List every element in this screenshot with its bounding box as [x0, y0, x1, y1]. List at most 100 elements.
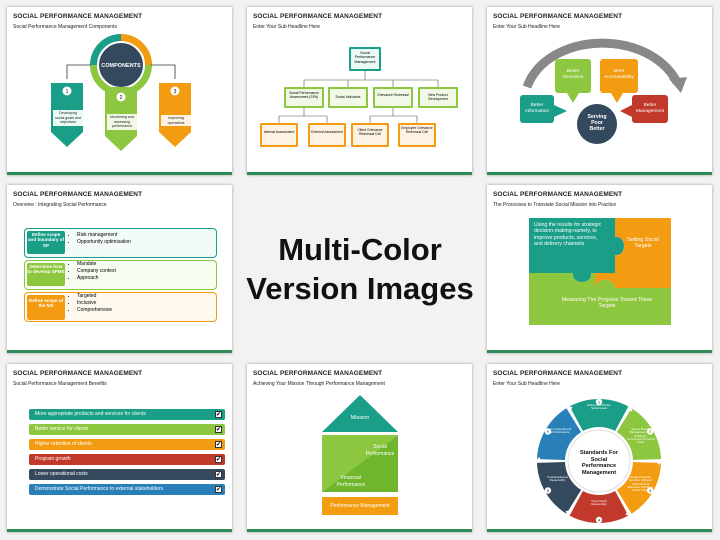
- org-box: External Assessment: [311, 130, 343, 134]
- item-number: 1: [66, 89, 69, 95]
- org-box: Employee Grievance Redressal Cell: [401, 126, 433, 135]
- slide-subtitle: Enter Your Sub Headline Here: [493, 24, 560, 30]
- item-better-decisions: Better Decisions: [562, 69, 584, 80]
- financial-performance-label: Financial Performance: [336, 475, 366, 488]
- checkbox-icon[interactable]: ✔: [215, 425, 222, 433]
- components-diagram: COMPONENTS 1 2 3: [51, 34, 191, 151]
- chevron-icon: [625, 510, 631, 516]
- org-box: Social Performance Assessment (SPA): [289, 91, 319, 100]
- benefit-text: Demonstrate Social Performance to extern…: [35, 486, 164, 492]
- slide-4-overview[interactable]: SOCIAL PERFORMANCE MANAGEMENT Overview :…: [7, 185, 232, 353]
- segment-text: Treat Clients Responsibly: [591, 500, 607, 507]
- bullet: Opportunity optimisation: [77, 239, 131, 246]
- overview-row: Define scope and boundary of SP Risk man…: [24, 228, 217, 258]
- segment-number-badge: [544, 428, 552, 435]
- slide-1-components[interactable]: SOCIAL PERFORMANCE MANAGEMENT Social Per…: [7, 7, 232, 175]
- item-better-information: Better Information: [525, 103, 549, 114]
- row-label: Determine how to develop SPMS: [27, 263, 65, 286]
- benefit-row: Program growth ✔: [29, 454, 225, 465]
- puzzle-piece-targets: Setting Social Targets: [627, 237, 659, 250]
- slide-5-puzzle[interactable]: SOCIAL PERFORMANCE MANAGEMENT The Proces…: [487, 185, 712, 353]
- slide-3-serving-poor[interactable]: SOCIAL PERFORMANCE MANAGEMENT Enter Your…: [487, 7, 712, 175]
- performance-management-label: Performance Management: [330, 503, 390, 509]
- slide-title: SOCIAL PERFORMANCE MANAGEMENT: [13, 370, 143, 377]
- benefit-row: Lower operational costs ✔: [29, 469, 225, 480]
- org-top-box: Social Performance Management: [354, 51, 376, 64]
- bullet: Comprehensive: [77, 307, 112, 314]
- org-box: Grievance Redressal: [377, 93, 409, 97]
- bullet: Company context: [77, 268, 116, 275]
- item-text: Developing social goals and objectives: [53, 110, 83, 126]
- segment-number-badge: [595, 398, 603, 406]
- org-box: Internal Assessment: [263, 130, 295, 134]
- item-number: 2: [120, 95, 123, 101]
- org-box: New Product Development: [428, 93, 448, 102]
- segment-number: 2: [649, 429, 652, 434]
- wheel-segment: [569, 399, 629, 432]
- item-number: 3: [174, 89, 177, 95]
- slide-subtitle: Overview : Integrating Social Performanc…: [13, 202, 107, 208]
- row-label: Define scope and boundary of SP: [27, 231, 65, 254]
- wheel-center-label: Standards For Social Performance Managem…: [580, 450, 618, 476]
- slide-8-standards[interactable]: SOCIAL PERFORMANCE MANAGEMENT Enter Your…: [487, 364, 712, 532]
- puzzle-piece-decision: Using the results for strategic decision…: [534, 222, 602, 248]
- checkbox-icon[interactable]: ✔: [215, 440, 222, 448]
- benefit-text: Program growth: [35, 456, 71, 462]
- benefit-text: Lower operational costs: [35, 471, 88, 477]
- benefit-text: More appropriate products and services f…: [35, 411, 146, 417]
- segment-number: 6: [547, 429, 550, 434]
- segment-number: 4: [598, 518, 601, 523]
- bullet: Inclusive: [77, 300, 112, 307]
- chevron-icon: [567, 406, 573, 412]
- segment-text: Ensure Board, Management And Employee Co…: [626, 428, 655, 445]
- slide-7-mission[interactable]: SOCIAL PERFORMANCE MANAGEMENT Achieving …: [247, 364, 472, 532]
- overview-row: Define scope of the MS Targeted Inclusiv…: [24, 292, 217, 322]
- slide-6-benefits[interactable]: SOCIAL PERFORMANCE MANAGEMENT Social Per…: [7, 364, 232, 532]
- bullet: Risk management: [77, 232, 131, 239]
- wheel-segment: [569, 490, 629, 523]
- org-box: Social Indicators: [335, 95, 361, 99]
- checkbox-icon[interactable]: ✔: [215, 485, 222, 493]
- item-better-management: Better Management: [636, 103, 664, 114]
- segment-text: Define And Monitor Social Goals: [587, 404, 611, 411]
- slide-title: SOCIAL PERFORMANCE MANAGEMENT: [493, 13, 623, 20]
- mission-label: Mission: [350, 415, 370, 421]
- benefit-text: Better service for clients: [35, 426, 89, 432]
- slide-title: SOCIAL PERFORMANCE MANAGEMENT: [253, 13, 383, 20]
- segment-text: Balance Financial and Social Performance: [543, 428, 572, 435]
- checkbox-icon[interactable]: ✔: [215, 410, 222, 418]
- benefit-row: More appropriate products and services f…: [29, 409, 225, 420]
- wheel-segment: [537, 408, 582, 460]
- chevron-icon: [565, 510, 571, 516]
- chevron-icon: [627, 406, 633, 412]
- chevron-icon: [656, 461, 662, 465]
- segment-number-badge: [595, 516, 603, 524]
- benefit-row: Demonstrate Social Performance to extern…: [29, 484, 225, 495]
- center-label: COMPONENTS: [101, 63, 141, 69]
- org-chart: [260, 47, 458, 147]
- checkbox-icon[interactable]: ✔: [215, 455, 222, 463]
- slide-title: SOCIAL PERFORMANCE MANAGEMENT: [13, 13, 143, 20]
- slide-title: SOCIAL PERFORMANCE MANAGEMENT: [493, 191, 623, 198]
- benefit-row: Better service for clients ✔: [29, 424, 225, 435]
- heading-line-1: Multi-Color: [278, 232, 442, 267]
- bullet: Mandate: [77, 261, 116, 268]
- heading-line-2: Version Images: [246, 271, 474, 306]
- slide-2-org-chart[interactable]: SOCIAL PERFORMANCE MANAGEMENT Enter Your…: [247, 7, 472, 175]
- slide-subtitle: Achieving Your Mission Through Performan…: [253, 381, 385, 387]
- segment-number: 3: [649, 488, 652, 493]
- slide-subtitle: Enter Your Sub Headline Here: [493, 381, 560, 387]
- checkbox-icon[interactable]: ✔: [215, 470, 222, 478]
- slide-title: SOCIAL PERFORMANCE MANAGEMENT: [253, 370, 383, 377]
- benefit-text: Higher retention of clients: [35, 441, 92, 447]
- serving-diagram: [520, 38, 687, 144]
- segment-number-badge: [544, 487, 552, 494]
- item-text: Monitoring and assessing performance: [107, 114, 137, 130]
- item-more-accountability: More Accountability: [604, 69, 634, 80]
- puzzle-diagram: [529, 218, 671, 325]
- wheel-segment: [537, 462, 582, 514]
- segment-number: 1: [598, 400, 601, 405]
- segment-number: 5: [547, 488, 550, 493]
- row-label: Define scope of the MS: [27, 295, 65, 320]
